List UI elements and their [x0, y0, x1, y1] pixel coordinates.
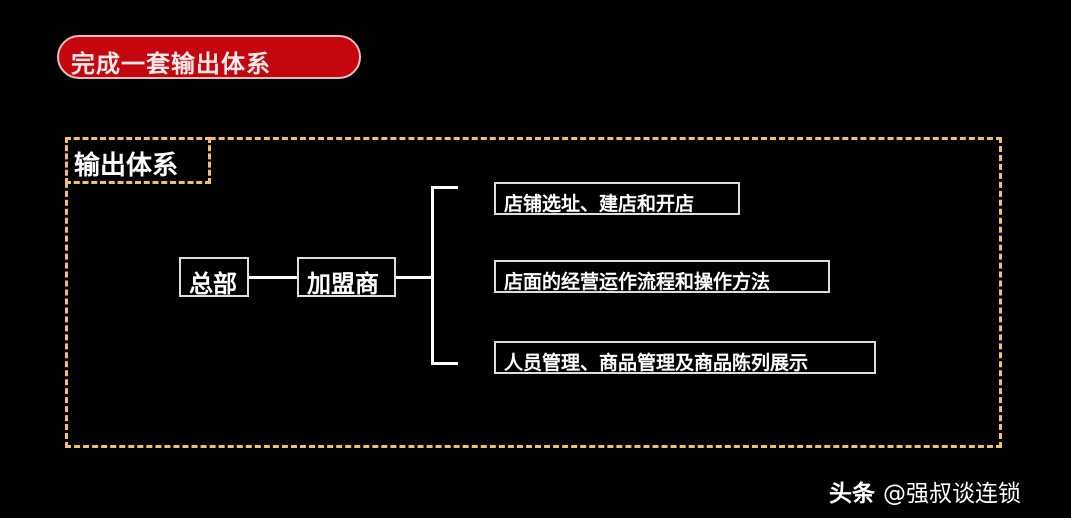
connector-franchisee-bracket: [396, 276, 433, 279]
branch-label: 店铺选址、建店和开店: [504, 193, 695, 215]
headquarters-label: 总部: [189, 270, 237, 298]
section-label-frame: 输出体系: [65, 137, 211, 184]
watermark-account: @强叔谈连锁: [883, 481, 1021, 507]
branch-item: 店铺选址、建店和开店: [494, 182, 740, 215]
slide-title-banner: 完成一套输出体系: [57, 35, 361, 79]
watermark: 头条 @强叔谈连锁: [829, 474, 1021, 508]
section-label: 输出体系: [74, 151, 179, 181]
slide-title: 完成一套输出体系: [71, 50, 271, 78]
branch-label: 店面的经营运作流程和操作方法: [504, 271, 771, 293]
branch-item: 店面的经营运作流程和操作方法: [494, 260, 830, 293]
branch-label: 人员管理、商品管理及商品陈列展示: [504, 352, 809, 374]
bracket-vertical: [431, 186, 434, 364]
output-system-frame: [65, 137, 1002, 448]
watermark-platform: 头条: [829, 481, 875, 507]
bracket-bottom-arm: [431, 362, 458, 365]
headquarters-node: 总部: [179, 257, 249, 298]
connector-hq-franchisee: [249, 276, 297, 279]
franchisee-label: 加盟商: [307, 270, 379, 298]
franchisee-node: 加盟商: [297, 257, 396, 298]
branch-item: 人员管理、商品管理及商品陈列展示: [494, 341, 876, 374]
bracket-top-arm: [431, 186, 458, 189]
